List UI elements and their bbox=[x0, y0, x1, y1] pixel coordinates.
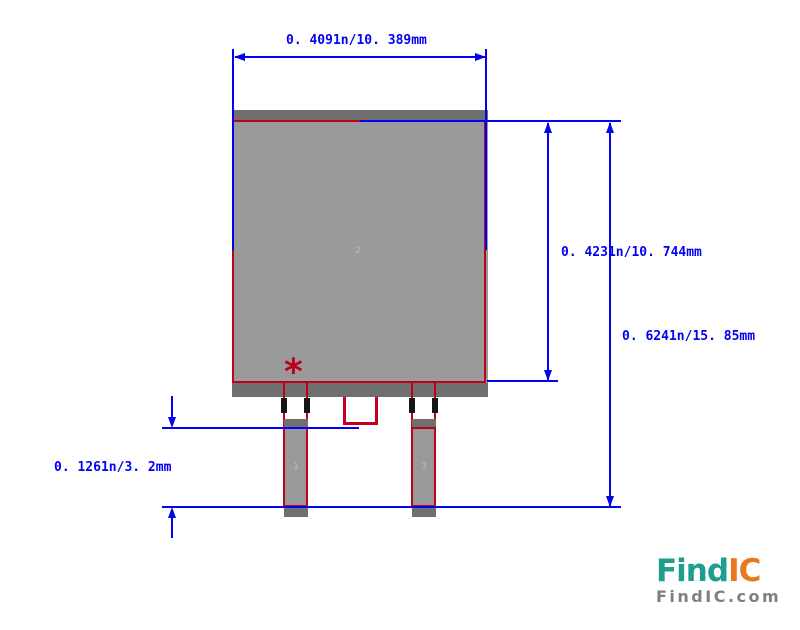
pad-2-number: 2 bbox=[355, 246, 361, 256]
pin-length-arrow-bottom-icon bbox=[168, 507, 176, 518]
ext-line-pin-top bbox=[162, 427, 359, 429]
pin-length-dim-line-lower bbox=[171, 518, 173, 538]
pin3-pad-top-cap bbox=[412, 419, 436, 428]
body-height-dimension-label: 0. 4231n/10. 744mm bbox=[561, 245, 702, 260]
ext-line-pin-bottom bbox=[162, 506, 621, 508]
pin1-marker-asterisk: * bbox=[284, 352, 303, 393]
tab-pad-body bbox=[232, 110, 488, 397]
pin1-pad-body bbox=[284, 428, 308, 507]
total-height-arrow-bottom-icon bbox=[606, 496, 614, 507]
findic-logo-wordmark: FindIC bbox=[656, 556, 796, 587]
tab-pad-top-strip bbox=[232, 110, 488, 122]
pin1-pad-bottom-cap bbox=[284, 507, 308, 517]
pad-1-number: 1 bbox=[293, 462, 299, 472]
body-height-dim-line bbox=[547, 123, 549, 380]
pin1-pad-top-cap bbox=[284, 419, 308, 428]
pin1-lead-mark-right bbox=[304, 398, 310, 413]
pin-length-dimension-label: 0. 1261n/3. 2mm bbox=[54, 460, 172, 475]
total-height-dim-line bbox=[609, 123, 611, 506]
top-dim-ext-line-left bbox=[232, 49, 234, 250]
findic-logo-find-text: Find bbox=[656, 553, 729, 589]
findic-logo: FindIC FindIC.com bbox=[656, 556, 796, 605]
top-dim-line bbox=[235, 56, 485, 58]
findic-logo-subtitle: FindIC.com bbox=[656, 587, 782, 606]
tab-pad-bottom-strip bbox=[232, 383, 488, 397]
pin3-lead-mark-right bbox=[432, 398, 438, 413]
body-height-arrow-bottom-icon bbox=[544, 370, 552, 381]
ext-line-body-top bbox=[360, 120, 621, 122]
findic-logo-ic-text: IC bbox=[728, 553, 761, 589]
total-height-dimension-label: 0. 6241n/15. 85mm bbox=[622, 329, 756, 344]
tab-notch-outline bbox=[343, 397, 378, 425]
ext-line-body-bottom bbox=[487, 380, 558, 382]
body-height-arrow-top-icon bbox=[544, 122, 552, 133]
top-dim-ext-line-right bbox=[485, 49, 487, 250]
pad-3-number: 3 bbox=[421, 462, 427, 472]
pin3-pad-body bbox=[412, 428, 436, 507]
total-height-arrow-top-icon bbox=[606, 122, 614, 133]
pin3-lead-mark-left bbox=[409, 398, 415, 413]
pin-length-dim-line-upper bbox=[171, 396, 173, 418]
top-dim-arrow-left-icon bbox=[234, 53, 245, 61]
tab-pad-copper-outline bbox=[232, 120, 486, 383]
top-width-dimension-label: 0. 4091n/10. 389mm bbox=[286, 33, 427, 48]
pin-length-arrow-top-icon bbox=[168, 417, 176, 428]
pin3-pad-bottom-cap bbox=[412, 507, 436, 517]
top-dim-arrow-right-icon bbox=[475, 53, 486, 61]
pin1-lead-mark-left bbox=[281, 398, 287, 413]
